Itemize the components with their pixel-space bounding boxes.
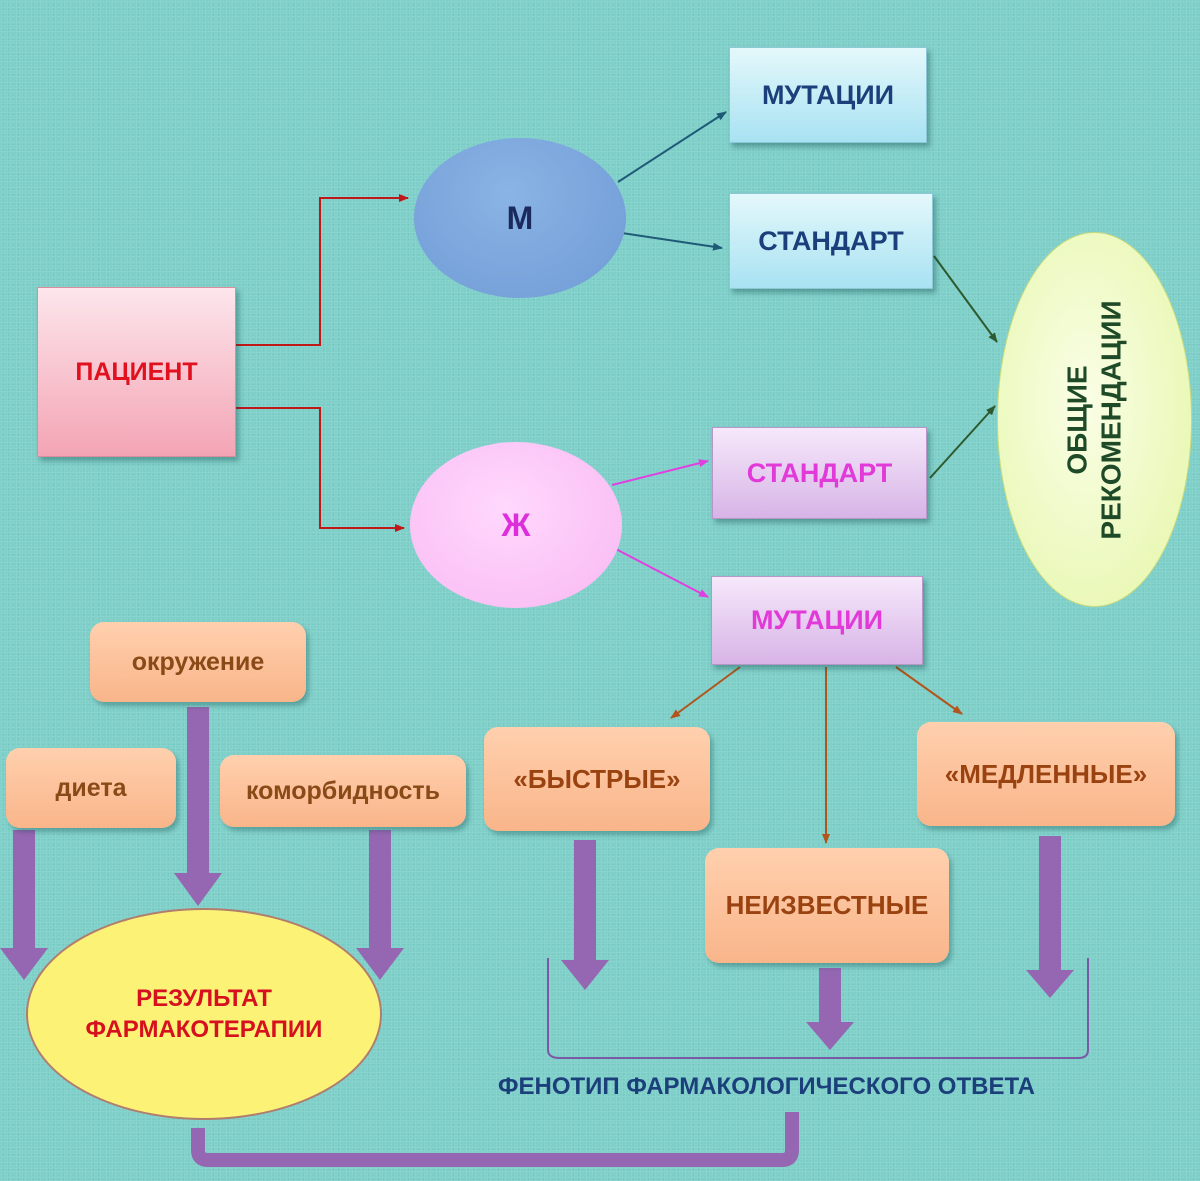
- male-mutations-label: МУТАЦИИ: [761, 79, 895, 110]
- arrow-mutations-to-fast: [670, 666, 741, 719]
- arrow-patient-to-male: [236, 194, 409, 346]
- diet-node: диета: [6, 748, 176, 828]
- male-mutations-node: МУТАЦИИ: [729, 47, 927, 143]
- patient-label: ПАЦИЕНТ: [75, 357, 198, 386]
- female-node: Ж: [410, 442, 622, 608]
- general-recommendations-line2: РЕКОМЕНДАЦИИ: [1095, 299, 1127, 540]
- male-standard-label: СТАНДАРТ: [758, 225, 904, 256]
- block-arrow-unknown: [806, 968, 854, 1050]
- arrow-male-to-standard: [621, 232, 723, 251]
- comorbidity-node: коморбидность: [220, 755, 466, 827]
- male-node: М: [414, 138, 626, 298]
- female-label: Ж: [501, 506, 531, 543]
- general-recommendations-label: ОБЩИЕ РЕКОМЕНДАЦИИ: [1061, 300, 1129, 539]
- pharmacotherapy-result-node: РЕЗУЛЬТАТ ФАРМАКОТЕРАПИИ: [26, 908, 382, 1120]
- block-arrow-environment: [174, 707, 222, 906]
- arrow-mutations-to-slow: [895, 666, 963, 715]
- arrow-female-standard-to-recommendations: [929, 405, 996, 479]
- fast-metabolizers-node: «БЫСТРЫЕ»: [484, 727, 710, 831]
- female-mutations-label: МУТАЦИИ: [750, 605, 884, 635]
- block-arrow-diet: [0, 830, 48, 980]
- slow-metabolizers-node: «МЕДЛЕННЫЕ»: [917, 722, 1175, 826]
- patient-node: ПАЦИЕНТ: [37, 287, 236, 457]
- phenotype-bracket: [547, 958, 1089, 1059]
- environment-label: окружение: [131, 647, 265, 676]
- general-recommendations-line1: ОБЩИЕ: [1061, 364, 1093, 475]
- general-recommendations-node: ОБЩИЕ РЕКОМЕНДАЦИИ: [997, 232, 1192, 607]
- result-line2: ФАРМАКОТЕРАПИИ: [85, 1016, 323, 1043]
- unknown-metabolizers-node: НЕИЗВЕСТНЫЕ: [705, 848, 949, 963]
- block-arrow-slow: [1026, 836, 1074, 998]
- block-arrow-comorbidity: [356, 830, 404, 980]
- fast-metabolizers-label: «БЫСТРЫЕ»: [513, 763, 681, 794]
- phenotype-caption: ФЕНОТИП ФАРМАКОЛОГИЧЕСКОГО ОТВЕТА: [498, 1073, 1035, 1100]
- male-label: М: [506, 199, 534, 236]
- arrow-female-to-mutations: [611, 546, 709, 598]
- unknown-metabolizers-label: НЕИЗВЕСТНЫЕ: [725, 890, 929, 920]
- environment-node: окружение: [90, 622, 306, 702]
- diet-label: диета: [55, 773, 127, 802]
- block-arrow-fast: [561, 840, 609, 990]
- feedback-arrow: [191, 1112, 799, 1167]
- result-line1: РЕЗУЛЬТАТ: [136, 985, 272, 1012]
- arrow-female-to-standard: [611, 459, 709, 486]
- slow-metabolizers-label: «МЕДЛЕННЫЕ»: [944, 758, 1148, 789]
- arrow-male-standard-to-recommendations: [933, 255, 998, 343]
- comorbidity-label: коморбидность: [245, 776, 441, 805]
- arrow-patient-to-female: [236, 407, 405, 532]
- female-standard-node: СТАНДАРТ: [712, 427, 927, 519]
- male-standard-node: СТАНДАРТ: [729, 193, 933, 289]
- female-mutations-node: МУТАЦИИ: [711, 576, 923, 665]
- arrow-male-to-mutations: [617, 111, 727, 183]
- female-standard-label: СТАНДАРТ: [746, 457, 893, 488]
